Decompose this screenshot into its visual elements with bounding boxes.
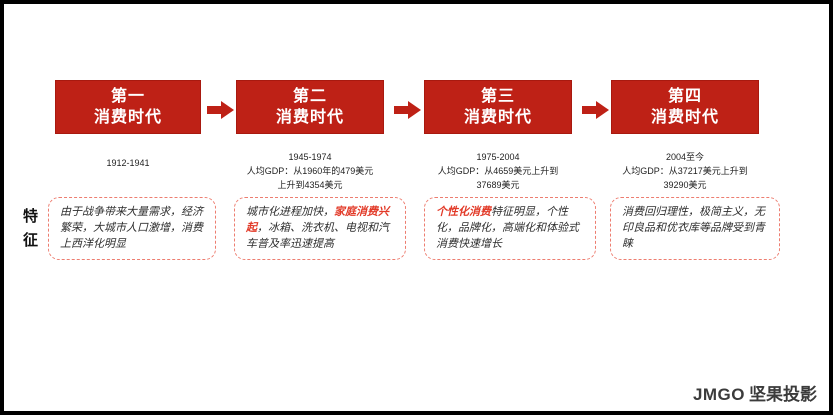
feature-text: ，冰箱、洗衣机、电视和汽车普及率迅速提高: [246, 221, 389, 250]
era-1-title-line1: 第一: [110, 88, 145, 105]
era-2-years: 1945-1974: [288, 152, 332, 162]
feature-highlight-text: 家庭消费兴起: [246, 206, 389, 234]
era-3-gdp-line2: 37689美元: [476, 179, 520, 190]
feature-text: 消费回归理性，极简主义，无印良品和优衣库等品牌受到青睐: [622, 206, 765, 250]
era-4-years: 2004至今: [665, 152, 705, 162]
era-1-title-line2: 消费时代: [93, 109, 162, 126]
era-2-feature-callout: 城市化进程加快，家庭消费兴起，冰箱、洗衣机、电视和汽车普及率迅速提高: [234, 197, 406, 260]
era-3-years: 1975-2004: [476, 152, 520, 162]
era-3-title-line2: 消费时代: [463, 109, 532, 126]
arrow-right-icon: [207, 101, 234, 119]
era-1-feature-callout: 由于战争带来大量需求，经济繁荣，大城市人口激增，消费上西洋化明显: [48, 197, 216, 260]
characteristics-label: 特征: [21, 208, 38, 256]
era-2-gdp-line2: 上升到4354美元: [277, 179, 343, 190]
era-1-years: 1912-1941: [106, 158, 150, 168]
era-1-period-info: 1912-1941: [28, 157, 228, 171]
era-4-title-line1: 第四: [667, 88, 702, 105]
jmgo-logo-latin: JMGO: [692, 385, 745, 404]
jmgo-logo-cn: 坚果投影: [749, 385, 817, 404]
era-4-gdp-line1: 人均GDP：从37217美元上升到: [622, 165, 748, 176]
era-2-title-line2: 消费时代: [275, 109, 344, 126]
era-2-title-line1: 第二: [292, 88, 327, 105]
arrow-right-icon: [394, 101, 421, 119]
era-box-2: 第二 消费时代: [236, 80, 384, 134]
era-2-period-info: 1945-1974 人均GDP：从1960年的479美元 上升到4354美元: [210, 151, 410, 193]
feature-text: 由于战争带来大量需求，经济繁荣，大城市人口激增，消费上西洋化明显: [60, 206, 203, 250]
era-4-title-line2: 消费时代: [650, 109, 719, 126]
era-3-feature-callout: 个性化消费特征明显，个性化，品牌化，高端化和体验式消费快速增长: [424, 197, 596, 260]
era-4-period-info: 2004至今 人均GDP：从37217美元上升到 39290美元: [585, 151, 785, 193]
feature-text: 特征明显，个性化，品牌化，高端化和体验式消费快速增长: [436, 206, 579, 250]
feature-highlight-text: 个性化消费: [436, 206, 491, 218]
era-box-3: 第三 消费时代: [424, 80, 572, 134]
era-box-4: 第四 消费时代: [611, 80, 759, 134]
era-4-gdp-line2: 39290美元: [663, 179, 707, 190]
feature-text: 城市化进程加快，: [246, 206, 334, 218]
arrow-right-icon: [582, 101, 609, 119]
era-3-period-info: 1975-2004 人均GDP：从4659美元上升到 37689美元: [398, 151, 598, 193]
era-2-gdp-line1: 人均GDP：从1960年的479美元: [246, 165, 374, 176]
era-4-feature-callout: 消费回归理性，极简主义，无印良品和优衣库等品牌受到青睐: [610, 197, 780, 260]
era-3-gdp-line1: 人均GDP：从4659美元上升到: [437, 165, 559, 176]
era-box-1: 第一 消费时代: [55, 80, 201, 134]
era-3-title-line1: 第三: [480, 88, 515, 105]
